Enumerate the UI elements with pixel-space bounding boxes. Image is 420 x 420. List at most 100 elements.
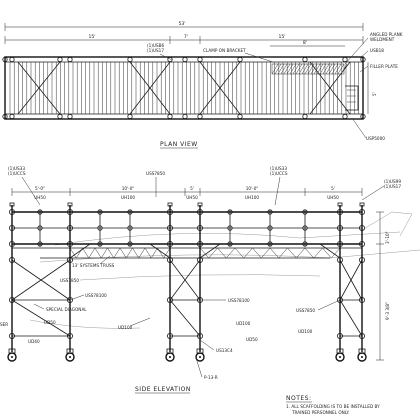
callout-special-diagonal: SPECIAL DIAGONAL (46, 307, 87, 312)
truss-web-member (296, 247, 306, 259)
callout-us13c4: US13C4 (216, 348, 233, 353)
truss-web-member (322, 247, 332, 259)
rosette-node (127, 209, 133, 215)
rosette-node (336, 224, 343, 231)
hatch-line (271, 63, 279, 75)
plan-post (342, 113, 348, 120)
rosette-node (97, 225, 103, 231)
hatch-line (277, 63, 285, 75)
callout-p13r: P-13-R (204, 375, 218, 380)
plan-view: 53' 15' 7' 15' 8' (2, 21, 403, 149)
hatch-line (310, 63, 318, 75)
truss-web-member (199, 247, 209, 259)
hatch-line (292, 63, 300, 75)
top-callout-4a: (1)US99 (384, 179, 401, 184)
truss-web-member (82, 247, 89, 259)
plan-post (127, 56, 133, 63)
rosette-node (267, 241, 273, 247)
caster-hub (199, 356, 201, 358)
truss-web-member (252, 247, 262, 259)
hatch-line (316, 63, 324, 75)
rosette-node (67, 208, 74, 215)
top-callout-4b: (1)US17 (384, 184, 401, 189)
callout-ud50-right: UD50 (246, 337, 258, 342)
rosette-node (302, 241, 308, 247)
plan-post (2, 113, 8, 120)
rosette-node (336, 332, 343, 339)
truss-web-member (138, 247, 146, 259)
plan-post (237, 56, 243, 63)
rosette-node (127, 241, 133, 247)
hatch-line (340, 63, 348, 75)
rosette-node (267, 225, 273, 231)
plan-post (2, 56, 8, 63)
truss-web-member (331, 247, 341, 259)
rosette-node (67, 256, 74, 263)
rosette-node (67, 240, 74, 247)
hatch-line (289, 63, 297, 75)
side-elevation-title: SIDE ELEVATION (135, 386, 191, 393)
callout-uss7850-left: USS7850 (60, 278, 79, 283)
rosette-node (127, 225, 133, 231)
rosette-node (67, 332, 74, 339)
rosette-node (336, 296, 343, 303)
bay-sub-5: UH50 (327, 195, 339, 200)
hatch-line (337, 63, 345, 75)
plan-post (67, 56, 73, 63)
plan-post (57, 113, 63, 120)
truss-web-member (217, 247, 227, 259)
post-cap (197, 202, 203, 207)
rosette-node (37, 209, 43, 215)
top-callout-2: USS7850 (146, 171, 165, 176)
plan-end-detail (345, 85, 359, 111)
hatch-line (286, 63, 294, 75)
rosette-node (8, 332, 15, 339)
plan-post (167, 113, 173, 120)
hatch-line (319, 63, 327, 75)
hatch-line (304, 63, 312, 75)
post-cap (359, 202, 365, 207)
top-callout-1a: (1)US33 (8, 166, 25, 171)
notes-line-2: TRAINED PERSONNEL ONLY. (291, 410, 350, 415)
truss-web-member (151, 247, 158, 259)
rosette-node (8, 296, 15, 303)
hatch-line (313, 63, 321, 75)
plan-overall-dim: 53' (178, 21, 185, 27)
plan-clamp-label: CLAMP ON BRACKET (203, 48, 246, 53)
truss-web-member (226, 247, 236, 259)
top-callout-3a: (1)US33 (270, 166, 287, 171)
caster-wheel (357, 352, 367, 362)
post-cap (9, 202, 15, 207)
bay-sub-3: UH50 (186, 195, 198, 200)
hatch-line (307, 63, 315, 75)
caster-hub (361, 356, 363, 358)
plan-dimension-segments: 15' 7' 15' 8' (4, 34, 364, 47)
truss-web-member (243, 247, 253, 259)
truss-web-member (163, 247, 171, 259)
truss-web-member (313, 247, 323, 259)
plan-post (302, 113, 308, 120)
hatch-line (295, 63, 303, 75)
plan-post (342, 56, 348, 63)
plan-dim-left: 15' (88, 34, 95, 40)
caster-hub (169, 356, 171, 358)
plan-post (182, 113, 188, 120)
plan-post (197, 113, 203, 120)
scaffold-structure (7, 202, 367, 362)
rosette-node (196, 224, 203, 231)
callout-ud100-b: UD100 (236, 321, 251, 326)
truss-web-member (261, 247, 271, 259)
plan-dim-right: 15' (278, 34, 285, 40)
rosette-node (67, 296, 74, 303)
rosette-node (166, 208, 173, 215)
caster-wheel (7, 352, 17, 362)
notes-block: NOTES: 1. ALL SCAFFOLDING IS TO BE INSTA… (286, 395, 380, 415)
plan-deck (2, 56, 366, 120)
truss-web-member (132, 247, 139, 259)
hatch-line (298, 63, 306, 75)
truss-web-member (126, 247, 133, 259)
bay-sub-2: UH100 (121, 195, 136, 200)
elevation-top-callouts: (1)US33 (1)UCCS USS7850 (1)US33 (1)UCCS … (8, 166, 401, 206)
bay-dim-4: 10'-0" (246, 186, 259, 191)
